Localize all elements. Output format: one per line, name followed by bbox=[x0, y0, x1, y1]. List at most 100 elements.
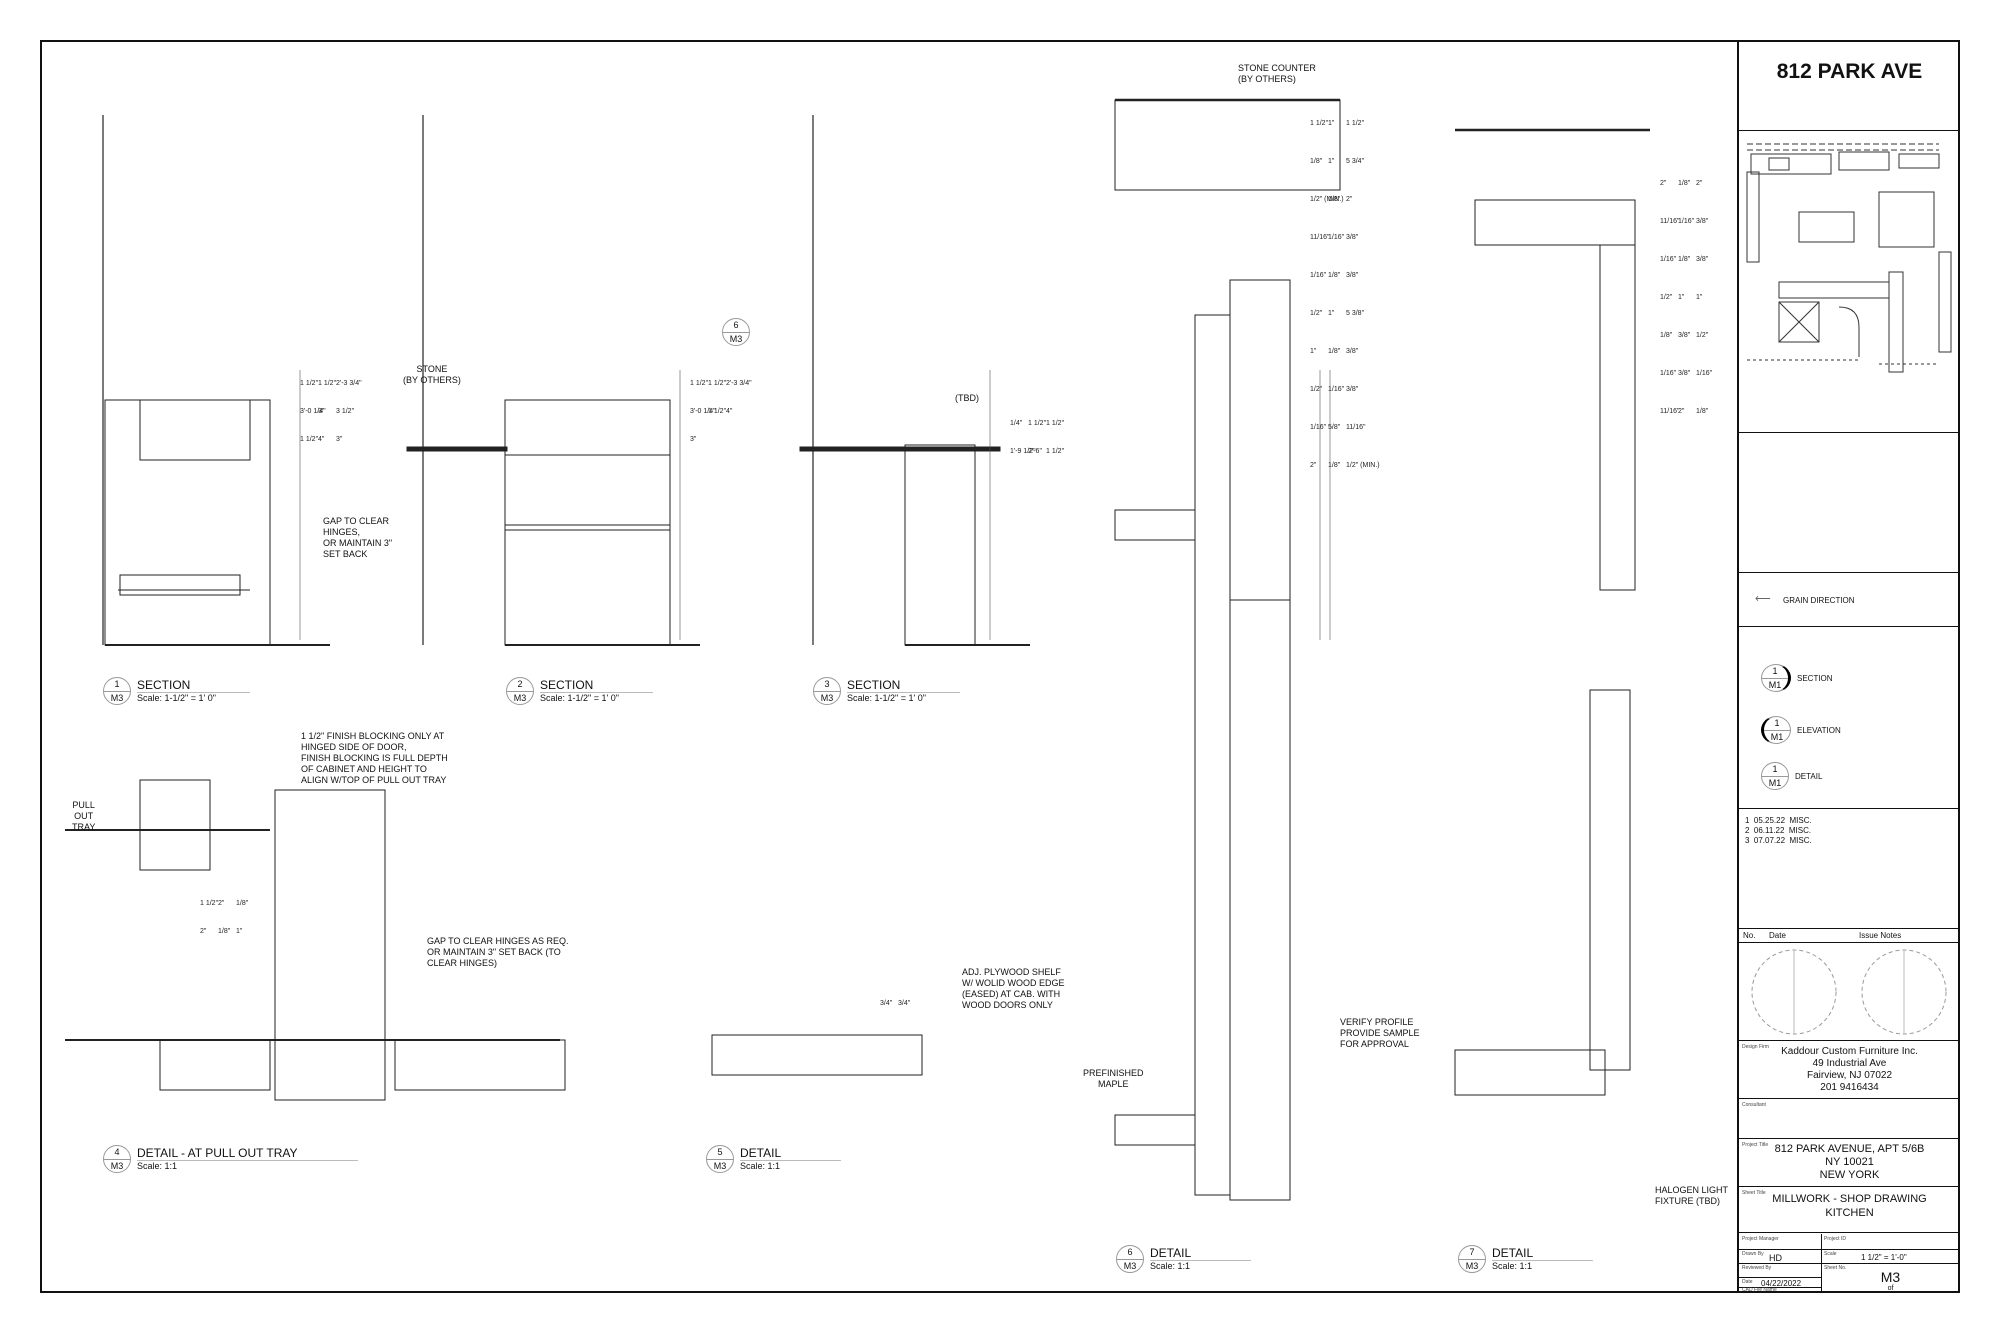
key-plan-drawing bbox=[1746, 143, 1952, 373]
dimension-label: 11/16" bbox=[1660, 408, 1680, 415]
dimension-label: 1 1/2" bbox=[708, 408, 727, 415]
dimension-label: 1" bbox=[1328, 158, 1335, 165]
dimension-label: 2'-3 3/4" bbox=[726, 380, 752, 387]
dimension-label: 5 3/4" bbox=[1346, 158, 1365, 165]
dimension-label: 4" bbox=[726, 408, 733, 415]
dimension-label: 1/2" (MIN.) bbox=[1310, 196, 1344, 203]
note-gap-clear-hinges-2: GAP TO CLEAR HINGES AS REQ. OR MAINTAIN … bbox=[427, 936, 569, 968]
dimension-label: 1/8" bbox=[1660, 332, 1673, 339]
dimension-label: 3/8" bbox=[1678, 332, 1691, 339]
note-stone-by-others: STONE (BY OTHERS) bbox=[403, 364, 461, 385]
dimension-label: 2" bbox=[1346, 196, 1353, 203]
dimension-label: 1/8" bbox=[1678, 180, 1691, 187]
dimension-label: 1 1/2" bbox=[200, 900, 219, 907]
consultant: Consultant bbox=[1739, 1100, 1960, 1139]
drawing-scale: Scale: 1:1 bbox=[137, 1161, 178, 1171]
dimension-label: 3" bbox=[336, 436, 343, 443]
dimension-label: 1/8" bbox=[1328, 196, 1341, 203]
legend-section-label: SECTION bbox=[1797, 673, 1833, 683]
revision-row: 2 06.11.22 MISC. bbox=[1745, 826, 1812, 835]
firm-phone: 201 9416434 bbox=[1820, 1082, 1879, 1093]
dimension-label: 11/16" bbox=[1310, 234, 1330, 241]
sheet-date: 04/22/2022 bbox=[1761, 1279, 1802, 1288]
grain-direction-legend: ⟵ GRAIN DIRECTION bbox=[1739, 574, 1960, 627]
drawing-scale: Scale: 1:1 bbox=[1492, 1261, 1533, 1271]
dimension-label: 1" bbox=[1678, 294, 1685, 301]
note-stone-counter: STONE COUNTER (BY OTHERS) bbox=[1238, 63, 1316, 84]
note-prefinished-maple: PREFINISHED MAPLE bbox=[1083, 1068, 1144, 1089]
drawing-scale: Scale: 1-1/2" = 1' 0" bbox=[847, 693, 926, 703]
dimension-label: 3'-0 1/4" bbox=[690, 408, 716, 415]
legend-detail-label: DETAIL bbox=[1795, 771, 1823, 781]
note-adj-shelf: ADJ. PLYWOOD SHELF W/ WOLID WOOD EDGE (E… bbox=[962, 967, 1065, 1010]
drawing-scale: Scale: 1-1/2" = 1' 0" bbox=[137, 693, 216, 703]
dimension-label: 1/8" bbox=[1310, 158, 1323, 165]
project-header: 812 PARK AVE bbox=[1776, 60, 1923, 83]
project-address: 812 PARK AVENUE, APT 5/6B bbox=[1774, 1143, 1925, 1155]
logo-circles-icon bbox=[1751, 949, 1947, 1035]
dimension-label: 2" bbox=[1310, 462, 1317, 469]
drawing-title: DETAIL - AT PULL OUT TRAY bbox=[137, 1147, 358, 1161]
dimension-label: 1/8" bbox=[1328, 348, 1341, 355]
dimension-label: 1 1/2" bbox=[1046, 448, 1065, 455]
dimension-label: 1 1/2" bbox=[318, 380, 337, 387]
dimension-label: 2" bbox=[218, 900, 225, 907]
note-halogen-fixture: HALOGEN LIGHT FIXTURE (TBD) bbox=[1655, 1185, 1729, 1206]
dimension-label: 3/8" bbox=[1346, 348, 1359, 355]
drawing-title: DETAIL bbox=[1150, 1247, 1252, 1261]
drawn-by: HD bbox=[1769, 1253, 1782, 1263]
dimension-label: 1/2" bbox=[1310, 386, 1323, 393]
dimension-label: 1 1/2" bbox=[1046, 420, 1065, 427]
dimension-label: 3/8" bbox=[1346, 234, 1359, 241]
dimension-label: 1/8" bbox=[1678, 256, 1691, 263]
dimension-label: 3" bbox=[318, 408, 325, 415]
drawing-sheet-border bbox=[40, 40, 1960, 1293]
drawing-title: SECTION bbox=[847, 679, 961, 693]
dimension-label: 2" bbox=[1660, 180, 1667, 187]
dimension-label: 1/16" bbox=[1678, 218, 1695, 225]
legend-elevation-label: ELEVATION bbox=[1797, 725, 1841, 735]
dimension-label: 1/16" bbox=[1660, 256, 1677, 263]
dimension-label: 3/8" bbox=[1346, 386, 1359, 393]
drawing-title: DETAIL bbox=[740, 1147, 842, 1161]
drawing-scale: Scale: 1:1 bbox=[740, 1161, 781, 1171]
design-firm: Design Firm Kaddour Custom Furniture Inc… bbox=[1739, 1042, 1960, 1099]
drawing-scale: Scale: 1:1 bbox=[1150, 1261, 1191, 1271]
dimension-label: 1/16" bbox=[1696, 370, 1713, 377]
revision-row: 3 07.07.22 MISC. bbox=[1745, 836, 1812, 845]
dimension-label: 5/8" bbox=[1328, 424, 1341, 431]
dimension-label: 1" bbox=[1310, 348, 1317, 355]
dimension-label: 1 1/2" bbox=[1346, 120, 1365, 127]
drawing-scale: Scale: 1-1/2" = 1' 0" bbox=[540, 693, 619, 703]
sheet-number: M3 bbox=[1880, 1269, 1901, 1285]
note-finish-blocking: 1 1/2" FINISH BLOCKING ONLY AT HINGED SI… bbox=[301, 731, 448, 785]
dimension-label: 1/8" bbox=[1696, 408, 1709, 415]
dimension-label: 1/16" bbox=[1660, 370, 1677, 377]
dimension-label: 3 1/2" bbox=[336, 408, 355, 415]
drawing-title: SECTION bbox=[137, 679, 251, 693]
firm-address: 49 Industrial Ave bbox=[1812, 1058, 1887, 1069]
grain-direction-label: GRAIN DIRECTION bbox=[1783, 596, 1855, 605]
dimension-label: 3/8" bbox=[1678, 370, 1691, 377]
note-pull-out-tray: PULL OUT TRAY bbox=[72, 800, 96, 832]
dimension-label: 1/16" bbox=[1310, 272, 1327, 279]
key-plan-blank bbox=[1739, 434, 1960, 573]
dimension-label: 1" bbox=[1328, 310, 1335, 317]
dimension-label: 3/4" bbox=[880, 1000, 893, 1007]
dimension-label: 1" bbox=[1696, 294, 1703, 301]
dimension-label: 1" bbox=[1328, 120, 1335, 127]
